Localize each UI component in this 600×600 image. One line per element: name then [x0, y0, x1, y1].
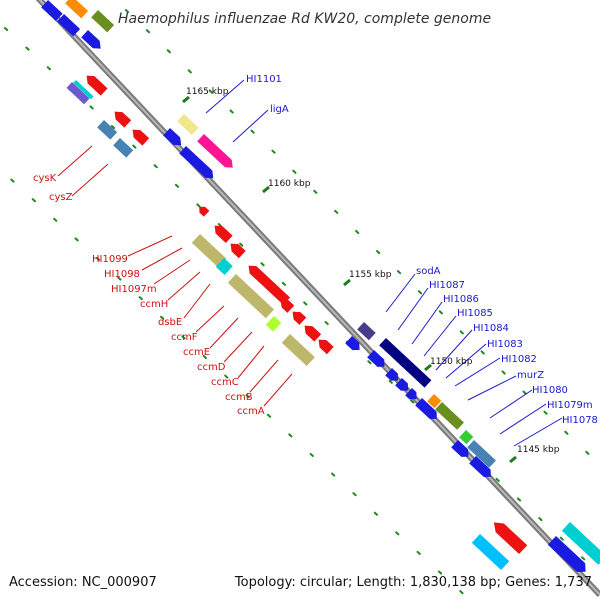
tick-labels: 1165 kbp 1160 kbp 1155 kbp 1150 kbp 1145… [186, 87, 560, 455]
gene-label[interactable]: murZ [517, 370, 544, 381]
tick-label: 1165 kbp [186, 87, 229, 97]
gene-label[interactable]: ccmC [211, 377, 239, 388]
gene-label[interactable]: HI1079m [547, 400, 593, 411]
tick-marks [182, 95, 517, 464]
reverse-label-leaders [57, 145, 293, 407]
gene-label[interactable]: cysZ [49, 192, 73, 203]
gene-label[interactable]: HI1083 [487, 339, 523, 350]
gene-label[interactable]: HI1087 [429, 280, 465, 291]
gene-label[interactable]: ccmB [225, 392, 253, 403]
gene-label[interactable]: ccmF [171, 332, 198, 343]
gene-label[interactable]: HI1098 [104, 269, 140, 280]
tick-label: 1155 kbp [349, 270, 392, 280]
gene-label[interactable]: sodA [416, 266, 441, 277]
tick-label: 1145 kbp [517, 445, 560, 455]
gene-label[interactable]: HI1084 [473, 323, 509, 334]
forward-gene-labels: HI1101 ligA sodA HI1087 HI1086 HI1085 HI… [246, 74, 598, 426]
tick-label: 1160 kbp [268, 179, 311, 189]
gene-label[interactable]: ccmA [237, 406, 265, 417]
gene-label[interactable]: HI1082 [501, 354, 537, 365]
accession-text: Accession: NC_000907 [9, 575, 157, 590]
forward-strand-features [41, 0, 600, 573]
gene-label[interactable]: cysK [33, 173, 57, 184]
gene-label[interactable]: ligA [270, 104, 289, 115]
gene-label[interactable]: ccmE [183, 347, 210, 358]
gene-label[interactable]: HI1099 [92, 254, 128, 265]
genome-backbone-highlight [38, 0, 600, 596]
map-title: Haemophilus influenzae Rd KW20, complete… [118, 11, 491, 27]
gene-label[interactable]: HI1080 [532, 385, 568, 396]
gene-label[interactable]: HI1085 [457, 308, 493, 319]
reverse-gene-labels: cysK cysZ HI1099 HI1098 HI1097m ccmH dsb… [33, 173, 265, 417]
topology-summary: Topology: circular; Length: 1,830,138 bp… [234, 575, 592, 590]
gene-label[interactable]: HI1078 [562, 415, 598, 426]
gene-label[interactable]: HI1097m [111, 284, 157, 295]
tick-label: 1150 kbp [430, 357, 473, 367]
gene-label[interactable]: HI1086 [443, 294, 479, 305]
gene-label[interactable]: HI1101 [246, 74, 282, 85]
forward-label-leaders [205, 79, 563, 447]
gene-label[interactable]: ccmH [140, 299, 168, 310]
gene-label[interactable]: ccmD [197, 362, 226, 373]
reverse-strand-features [66, 75, 528, 571]
gene-label[interactable]: dsbE [158, 317, 182, 328]
